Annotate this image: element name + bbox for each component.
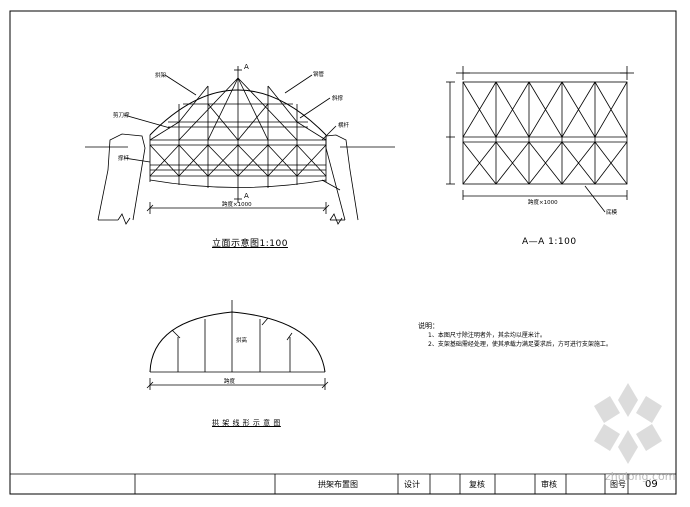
title-block-drawing-name: 拱架布置图 <box>318 480 358 489</box>
title-block-lines <box>10 473 676 494</box>
note-line-2: 2、支架基础需经处理，使其承载力满足要求后，方可进行支架施工。 <box>428 341 612 348</box>
notes-heading: 说明： <box>418 322 439 330</box>
arch-span-label: 跨度 <box>224 379 236 385</box>
section-mark-top: A <box>244 63 249 71</box>
title-block-sheet-label: 图号 <box>610 480 626 489</box>
title-block-review: 复核 <box>469 480 485 489</box>
section-aa-width-label: 跨度×1000 <box>528 200 558 206</box>
section-aa-view <box>446 66 634 213</box>
callout-crossbar: 横杆 <box>338 123 350 129</box>
arch-profile-view <box>146 300 329 390</box>
section-mark-bottom: A <box>244 192 249 200</box>
arch-rise-label: 拱高 <box>236 338 248 344</box>
callout-diagonal: 斜撑 <box>332 96 344 102</box>
title-block-approve: 审核 <box>541 480 557 489</box>
watermark-text: zhulong.com <box>605 470 676 483</box>
section-aa-title: A—A 1:100 <box>522 237 577 247</box>
title-block-sheet-no: 09 <box>645 479 658 490</box>
elevation-span-label: 跨度×1000 <box>222 202 252 208</box>
callout-scissor-brace: 剪刀撑 <box>113 113 130 119</box>
sheet-border <box>9 10 677 495</box>
callout-steel-pipe: 钢管 <box>313 72 325 78</box>
elevation-title: 立面示意图1:100 <box>212 239 288 249</box>
title-block-design: 设计 <box>404 480 420 489</box>
arch-detail-title: 拱 架 线 形 示 意 图 <box>212 419 281 427</box>
callout-arch-rib: 拱架 <box>155 73 167 79</box>
elevation-view <box>85 66 395 225</box>
callout-strut: 撑杆 <box>118 156 130 162</box>
watermark-logo <box>594 383 662 464</box>
note-line-1: 1、本图尺寸除注明者外，其余均以厘米计。 <box>428 332 546 339</box>
notes-block: 说明： 1、本图尺寸除注明者外，其余均以厘米计。 2、支架基础需经处理，使其承载… <box>418 322 612 349</box>
callout-bottom-form: 底模 <box>606 210 618 216</box>
